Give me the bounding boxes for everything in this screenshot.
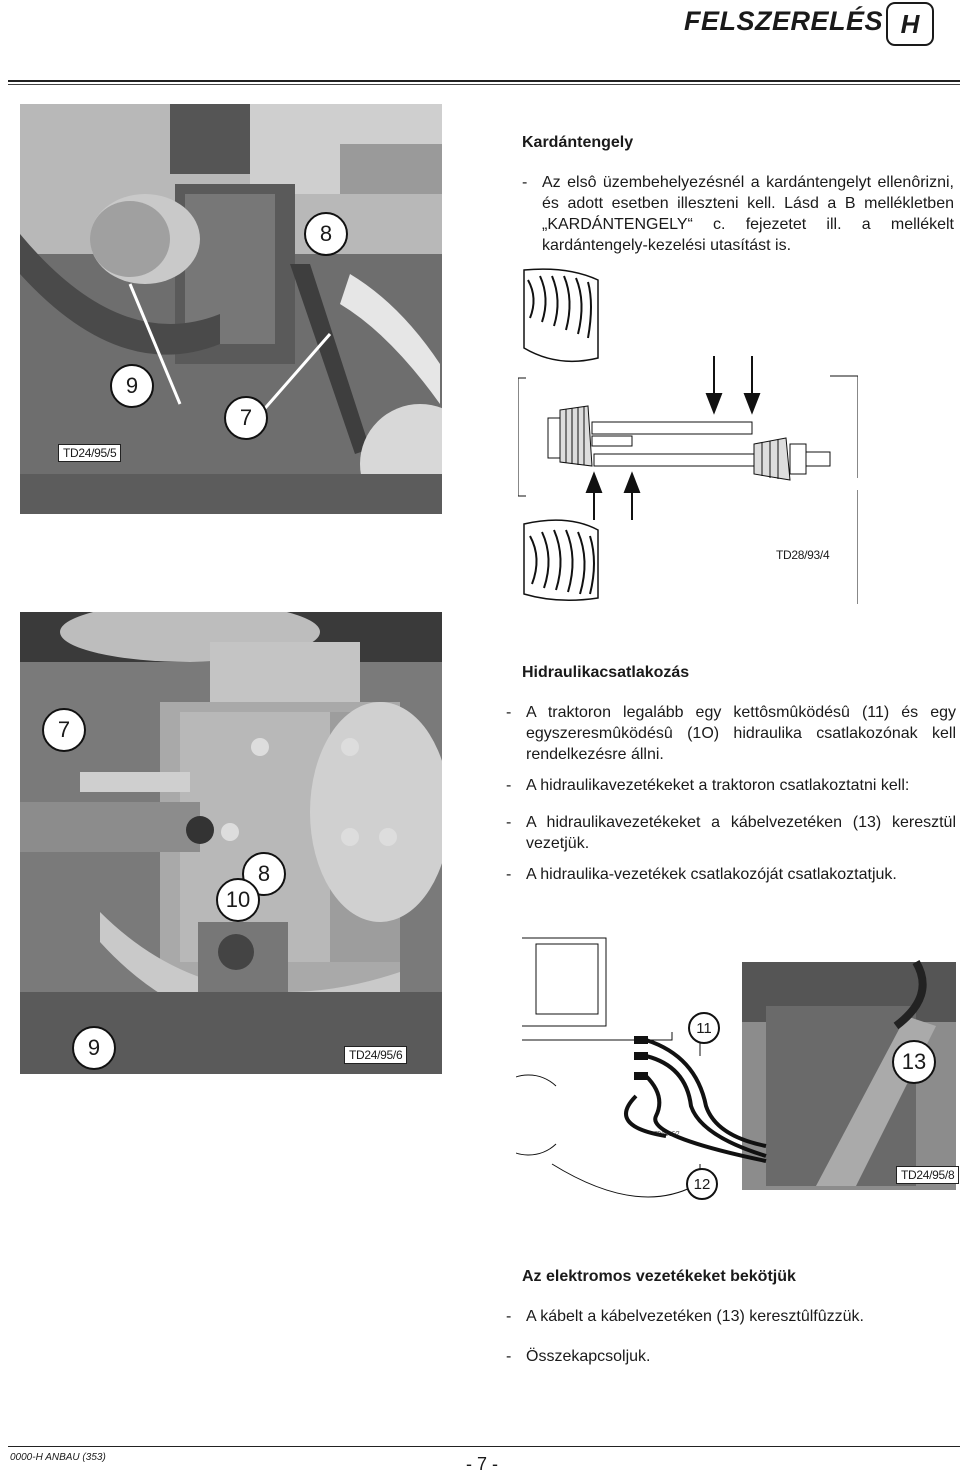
bullet-text: A hidraulika-vezetékek csatlakozóját csa… [526, 866, 897, 883]
list-item: - A hidraulikavezetékeket a kábelvezeték… [506, 812, 956, 854]
section-title-pto: Kardántengely [522, 134, 634, 151]
callout-10: 10 [216, 878, 260, 922]
bullet-text: Összekapcsoljuk. [526, 1348, 651, 1365]
diagram-hose-drawing [487, 937, 956, 1198]
callout-11: 11 [688, 1012, 720, 1044]
electric-list: - A kábelt a kábelvezetéken (13) kereszt… [506, 1306, 956, 1367]
diagram-pto-drawing [517, 268, 859, 604]
section-title-hydraulics: Hidraulikacsatlakozás [522, 664, 690, 681]
list-item: - A traktoron legalább egy kettôsmûködés… [506, 702, 956, 765]
bullet-dash: - [506, 866, 512, 883]
diagram-hose-routing: 11 13 12 TD24/95/7 TD24/95/8 [487, 936, 960, 1206]
bullet-dash: - [506, 1348, 512, 1365]
diagram-small-tag: TD24/95/7 [654, 1132, 680, 1138]
photo-pto-shaft-drawing [20, 104, 442, 514]
callout-13: 13 [892, 1040, 936, 1084]
photo-tag: TD24/95/8 [896, 1166, 960, 1184]
bullet-dash: - [506, 1308, 512, 1325]
section-letter-badge: H [886, 2, 934, 46]
bullet-text: A hidraulikavezetékeket a kábelvezetéken… [526, 814, 956, 852]
section-title-electric: Az elektromos vezetékeket bekötjük [522, 1268, 796, 1285]
bullet-dash: - [522, 174, 528, 191]
document-code: 0000-H ANBAU (353) [10, 1452, 106, 1463]
callout-9: 9 [110, 364, 154, 408]
bullet-dash: - [506, 814, 512, 831]
photo-hydraulic-coupler: 7 8 10 9 TD24/95/6 [20, 612, 442, 1074]
bullet-text: Az elsô üzembehelyezésnél a kardántengel… [542, 174, 954, 254]
list-item: - A hidraulika-vezetékek csatlakozóját c… [506, 864, 956, 885]
bullet-dash: - [506, 704, 512, 721]
header-rule [8, 80, 960, 82]
photo-hydraulic-drawing [20, 612, 442, 1074]
list-item: - A hidraulikavezetékeket a traktoron cs… [506, 775, 956, 796]
callout-7: 7 [42, 708, 86, 752]
page-title: FELSZERELÉS [684, 6, 884, 36]
bullet-text: A kábelt a kábelvezetéken (13) keresztûl… [526, 1308, 864, 1325]
callout-9: 9 [72, 1026, 116, 1070]
bullet-text: A hidraulikavezetékeket a traktoron csat… [526, 777, 910, 794]
bullet-dash: - [506, 777, 512, 794]
page-number: - 7 - [466, 1454, 499, 1474]
callout-8: 8 [304, 212, 348, 256]
bullet-text: A traktoron legalább egy kettôsmûködésû … [526, 704, 956, 763]
diagram-pto-overlap: TD28/93/4 [517, 268, 859, 604]
callout-12: 12 [686, 1168, 718, 1200]
header-rule-thin [8, 84, 960, 85]
diagram-tag: TD28/93/4 [776, 548, 830, 562]
list-item: - Összekapcsoljuk. [506, 1346, 956, 1367]
list-item: - Az elsô üzembehelyezésnél a kardánteng… [522, 172, 954, 256]
photo-tag: TD24/95/5 [58, 444, 122, 462]
footer-rule [8, 1446, 960, 1447]
list-item: - A kábelt a kábelvezetéken (13) kereszt… [506, 1306, 956, 1327]
photo-pto-shaft: 8 9 7 TD24/95/5 [20, 104, 442, 514]
photo-tag: TD24/95/6 [344, 1046, 408, 1064]
hydraulics-list: - A traktoron legalább egy kettôsmûködés… [506, 702, 956, 885]
callout-7: 7 [224, 396, 268, 440]
